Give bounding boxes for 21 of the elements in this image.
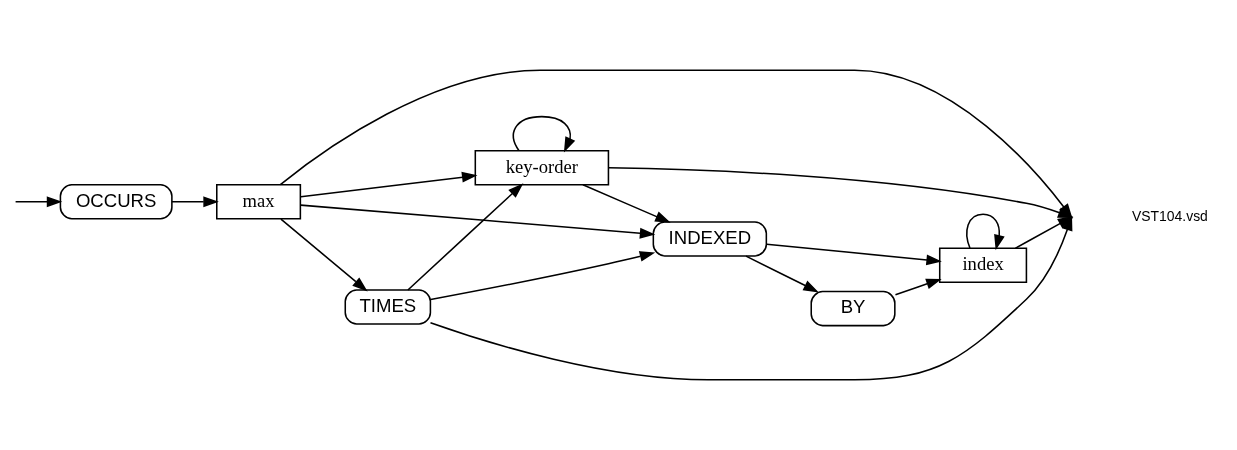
arrow — [894, 278, 942, 296]
node-box: max — [216, 183, 302, 220]
node-box: OCCURS — [59, 183, 173, 220]
arrow — [512, 115, 576, 153]
arrow — [14, 196, 63, 208]
arrow — [765, 243, 942, 266]
node-box: BY — [810, 290, 896, 327]
arrow — [745, 255, 819, 293]
arrow — [582, 184, 671, 223]
node-box: key-order — [474, 149, 610, 186]
arrow — [171, 196, 219, 208]
arrow — [429, 251, 656, 301]
arrow — [966, 213, 1005, 251]
node-box: TIMES — [344, 289, 432, 325]
arrow — [407, 183, 524, 291]
node-box: INDEXED — [652, 221, 768, 257]
label: VST104.vsd — [1132, 207, 1208, 224]
node-box: index — [938, 247, 1028, 284]
arrow — [280, 218, 368, 292]
arrow — [300, 171, 478, 198]
arrow — [299, 204, 656, 239]
